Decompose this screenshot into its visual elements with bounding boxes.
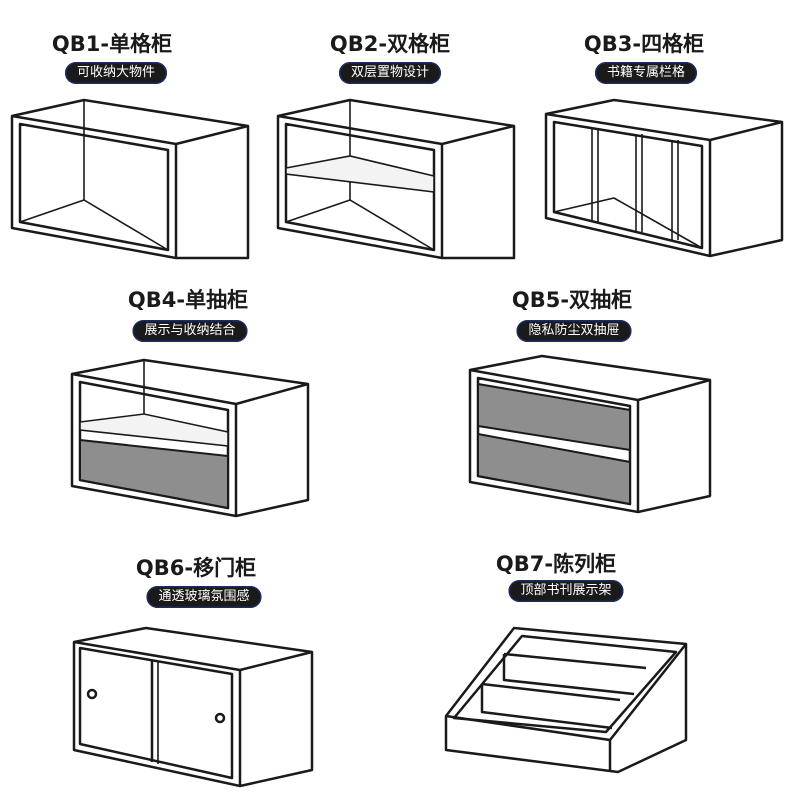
product-title: QB4-单抽柜 <box>127 288 249 312</box>
feature-tag: 通透玻璃氛围感 <box>146 586 262 608</box>
feature-tag: 隐私防尘双抽屉 <box>516 320 632 342</box>
product-title: QB3-四格柜 <box>583 32 705 56</box>
product-title: QB1-单格柜 <box>51 32 173 56</box>
feature-tag: 双层置物设计 <box>338 62 442 84</box>
feature-tag: 书籍专属栏格 <box>594 62 698 84</box>
product-title: QB7-陈列柜 <box>495 552 617 576</box>
product-title: QB5-双抽柜 <box>511 288 633 312</box>
product-title: QB2-双格柜 <box>329 32 451 56</box>
feature-tag: 展示与收纳结合 <box>132 320 248 342</box>
feature-tag: 可收纳大物件 <box>64 62 168 84</box>
product-title: QB6-移门柜 <box>135 556 257 580</box>
feature-tag: 顶部书刊展示架 <box>508 580 624 602</box>
